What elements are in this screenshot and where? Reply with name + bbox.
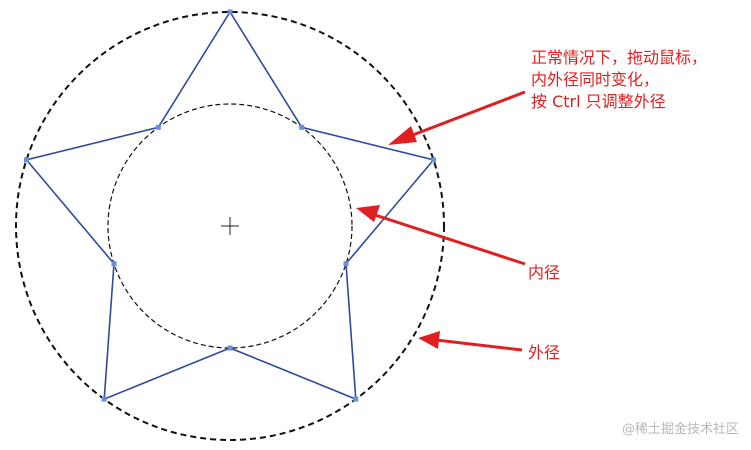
vertex-handle [111, 261, 117, 267]
annotation-ctrl-behavior: 正常情况下，拖动鼠标， 内外径同时变化， 按 Ctrl 只调整外径 [531, 47, 707, 113]
arrow-to-outer-circle [418, 331, 523, 352]
vertex-handle [299, 124, 305, 130]
vertex-handle [431, 157, 436, 163]
outer-radius-circle [15, 11, 445, 441]
annotation-line: 正常情况下，拖动鼠标， [531, 48, 708, 67]
annotation-outer-radius: 外径 [528, 343, 561, 362]
annotation-line: 内外径同时变化， [531, 70, 660, 89]
vertex-handle [353, 396, 359, 402]
annotation-arrows [356, 90, 526, 352]
annotation-inner-radius: 内径 [528, 263, 561, 282]
vertex-handle [343, 261, 349, 267]
vertex-handle [227, 9, 233, 15]
center-crosshair-icon [221, 217, 239, 235]
vertex-handle [24, 157, 29, 163]
arrow-to-outer-edge-top [388, 90, 526, 145]
inner-radius-circle [107, 103, 353, 349]
annotation-line: 按 Ctrl 只调整外径 [531, 92, 666, 111]
vertex-handle [101, 396, 107, 402]
star-outline [25, 10, 435, 401]
watermark: @稀土掘金技术社区 [621, 422, 739, 437]
arrow-to-inner-circle [356, 205, 526, 266]
vertex-handle [155, 124, 161, 130]
star-vertex-handles [24, 9, 436, 402]
vertex-handle [227, 345, 233, 351]
